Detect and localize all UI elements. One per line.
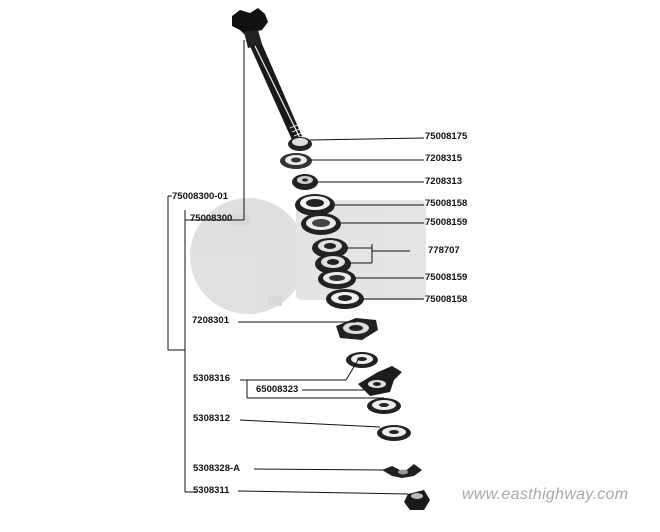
washer-5308312-illustration (377, 425, 411, 441)
part-label-7208301: 7208301 (192, 315, 229, 326)
washer-5308316-illustration (346, 352, 378, 368)
bearing-75008158-top-illustration (295, 194, 335, 216)
part-label-75008159-top: 75008159 (425, 217, 468, 228)
bearing-75008159-bottom-illustration (318, 269, 356, 289)
nut-75008175-illustration (288, 137, 312, 151)
nut-7208313-illustration (292, 174, 318, 190)
watermark-url: www.easthighway.com (462, 486, 629, 503)
part-label-75008300-01: 75008300-01 (172, 191, 228, 202)
part-label-65008323: 65008323 (256, 384, 299, 395)
leader-lines (167, 40, 425, 495)
bearing-778707-illustration (312, 238, 351, 274)
plate-7208301-illustration (336, 318, 378, 340)
part-label-7208313: 7208313 (425, 176, 462, 187)
part-label-5308316: 5308316 (193, 373, 230, 384)
part-label-75008159-bottom: 75008159 (425, 272, 468, 283)
wingnut-5308328-A-illustration (382, 464, 422, 478)
part-label-778707: 778707 (428, 245, 460, 256)
handle-knob-illustration (232, 8, 305, 140)
bearing-75008158-bottom-illustration (326, 289, 364, 309)
nut-5308311-illustration (404, 490, 430, 510)
part-label-7208315: 7208315 (425, 153, 462, 164)
part-label-5308312: 5308312 (193, 413, 230, 424)
part-label-5308311: 5308311 (193, 485, 230, 496)
part-label-75008175: 75008175 (425, 131, 468, 142)
part-label-75008158-bottom: 75008158 (425, 294, 468, 305)
washer-5308316-lower-illustration (367, 398, 401, 414)
part-label-75008158-top: 75008158 (425, 198, 468, 209)
tabwasher-65008323-illustration (358, 366, 402, 396)
bearing-75008159-top-illustration (301, 213, 341, 235)
washer-7208315-illustration (280, 153, 312, 169)
part-label-75008300: 75008300 (190, 213, 233, 224)
part-label-5308328-A: 5308328-A (193, 463, 241, 474)
